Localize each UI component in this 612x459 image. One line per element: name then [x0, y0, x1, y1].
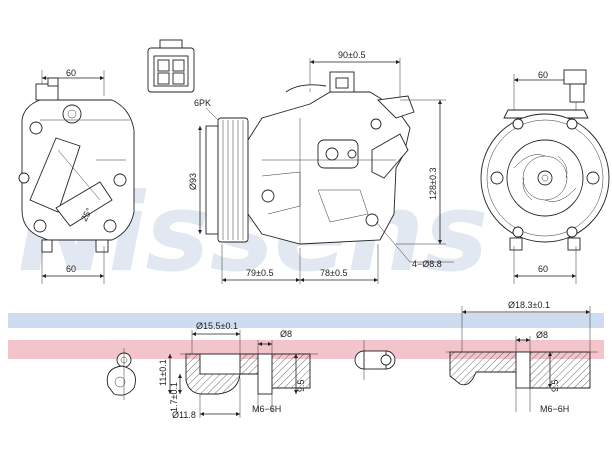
electrical-connector: [147, 39, 195, 93]
side-right-span: 78±0.5: [320, 268, 347, 278]
right-port-hole-diameter: Ø8: [536, 330, 548, 340]
side-height: 128±0.3: [428, 168, 438, 200]
side-view: 90±0.5 6PK Ø93 128: [188, 50, 454, 284]
front-bottom-width: 60: [66, 264, 76, 274]
right-fitting-icon: [354, 340, 396, 380]
left-port-base-diameter: Ø11.8: [172, 410, 196, 420]
left-port-section: Ø15.5±0.1 Ø8 11±0.1 1.7±0.1 Ø11.8 9.5 M6…: [158, 321, 318, 420]
side-left-span: 79±0.5: [246, 268, 273, 278]
blue-band: [8, 313, 604, 328]
left-port-thread: M6−6H: [252, 404, 281, 414]
front-top-width: 60: [66, 68, 76, 78]
right-port-thread: M6−6H: [540, 404, 569, 414]
front-view: 60 25° 60: [18, 68, 135, 284]
rear-top-width: 60: [538, 70, 548, 80]
mount-holes: 4−Ø8.8: [412, 259, 442, 269]
right-port-outer-diameter: Ø18.3±0.1: [508, 300, 550, 310]
left-port-hole-diameter: Ø8: [280, 329, 292, 339]
left-port-thread-depth: 9.5: [296, 379, 306, 392]
rear-view: 60 60: [480, 69, 610, 284]
belt-label: 6PK: [194, 98, 211, 108]
side-top-span: 90±0.5: [338, 50, 365, 60]
left-fitting-icon: [106, 348, 136, 400]
right-port-thread-depth: 9.5: [550, 379, 560, 392]
left-port-outer-diameter: Ø15.5±0.1: [196, 321, 238, 331]
left-port-depth: 11±0.1: [158, 359, 168, 386]
rear-bottom-width: 60: [538, 264, 548, 274]
pulley-diameter: Ø93: [188, 173, 198, 190]
left-port-step: 1.7±0.1: [169, 382, 179, 412]
right-port-section: Ø18.3±0.1 Ø8 9.5 M6−6H: [446, 300, 598, 414]
